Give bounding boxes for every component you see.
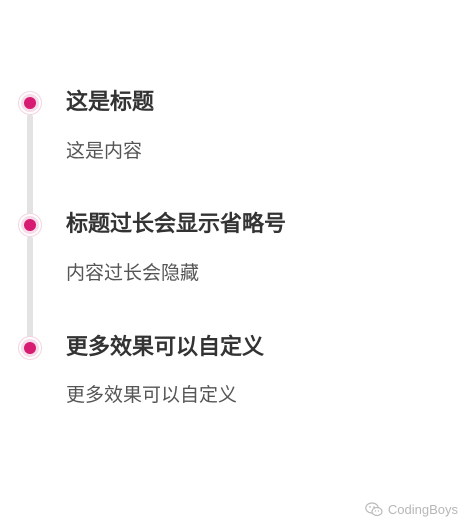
watermark-text: CodingBoys: [387, 502, 458, 517]
timeline-dot-icon: [19, 214, 41, 236]
timeline-item-title: 更多效果可以自定义: [66, 335, 265, 360]
timeline-connector: [27, 114, 33, 224]
timeline-connector: [27, 236, 33, 348]
timeline-item-title: 这是标题: [66, 90, 155, 115]
watermark: CodingBoys: [365, 502, 458, 517]
wechat-icon: [365, 502, 383, 517]
timeline-item-content: 更多效果可以自定义: [66, 384, 238, 406]
timeline-dot-icon: [19, 92, 41, 114]
timeline-item-content: 内容过长会隐藏: [66, 262, 200, 284]
timeline-item-title: 标题过长会显示省略号: [66, 212, 287, 237]
timeline-dot-icon: [19, 337, 41, 359]
timeline-item-content: 这是内容: [66, 140, 143, 162]
